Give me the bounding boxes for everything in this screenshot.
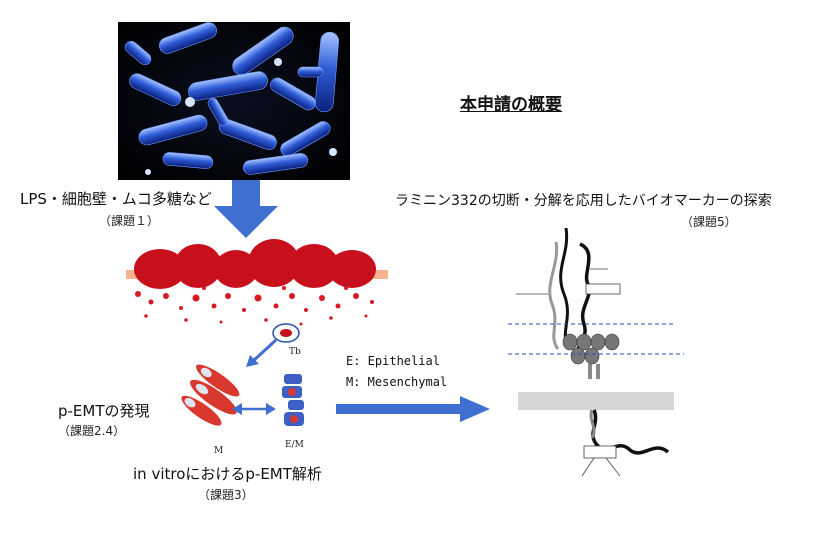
tb-cell-marker: [272, 323, 300, 343]
em-label: E/M: [285, 440, 304, 450]
m-label: M: [214, 446, 224, 456]
page-title: 本申請の概要: [460, 95, 562, 115]
invitro-caption: in vitroにおけるp-EMT解析: [133, 465, 322, 483]
mesenchymal-cells: [181, 364, 240, 426]
pemt-task-label: （課題2.4）: [58, 424, 126, 438]
diagonal-arrow-icon: [246, 338, 278, 367]
laminin-task-label: （課題5）: [681, 215, 737, 229]
double-arrow-icon: [232, 403, 276, 415]
lps-caption: LPS・細胞壁・ムコ多糖など: [20, 190, 212, 208]
laminin-diagram: [508, 227, 684, 477]
pemt-caption: p-EMTの発現: [58, 402, 150, 420]
tb-label: Tb: [289, 347, 301, 357]
tissue-illustration: [126, 239, 388, 326]
down-arrow-icon: [214, 180, 278, 238]
em-cells: [282, 374, 304, 426]
legend-mesenchymal: M: Mesenchymal: [346, 375, 448, 389]
lps-task-label: （課題１）: [99, 214, 160, 228]
legend-epithelial: E: Epithelial: [346, 354, 440, 368]
right-arrow-icon: [336, 396, 490, 422]
laminin-caption: ラミニン332の切断・分解を応用したバイオマーカーの探索: [395, 193, 772, 209]
invitro-task-label: （課題3）: [198, 488, 254, 502]
bacteria-image: [118, 22, 350, 180]
